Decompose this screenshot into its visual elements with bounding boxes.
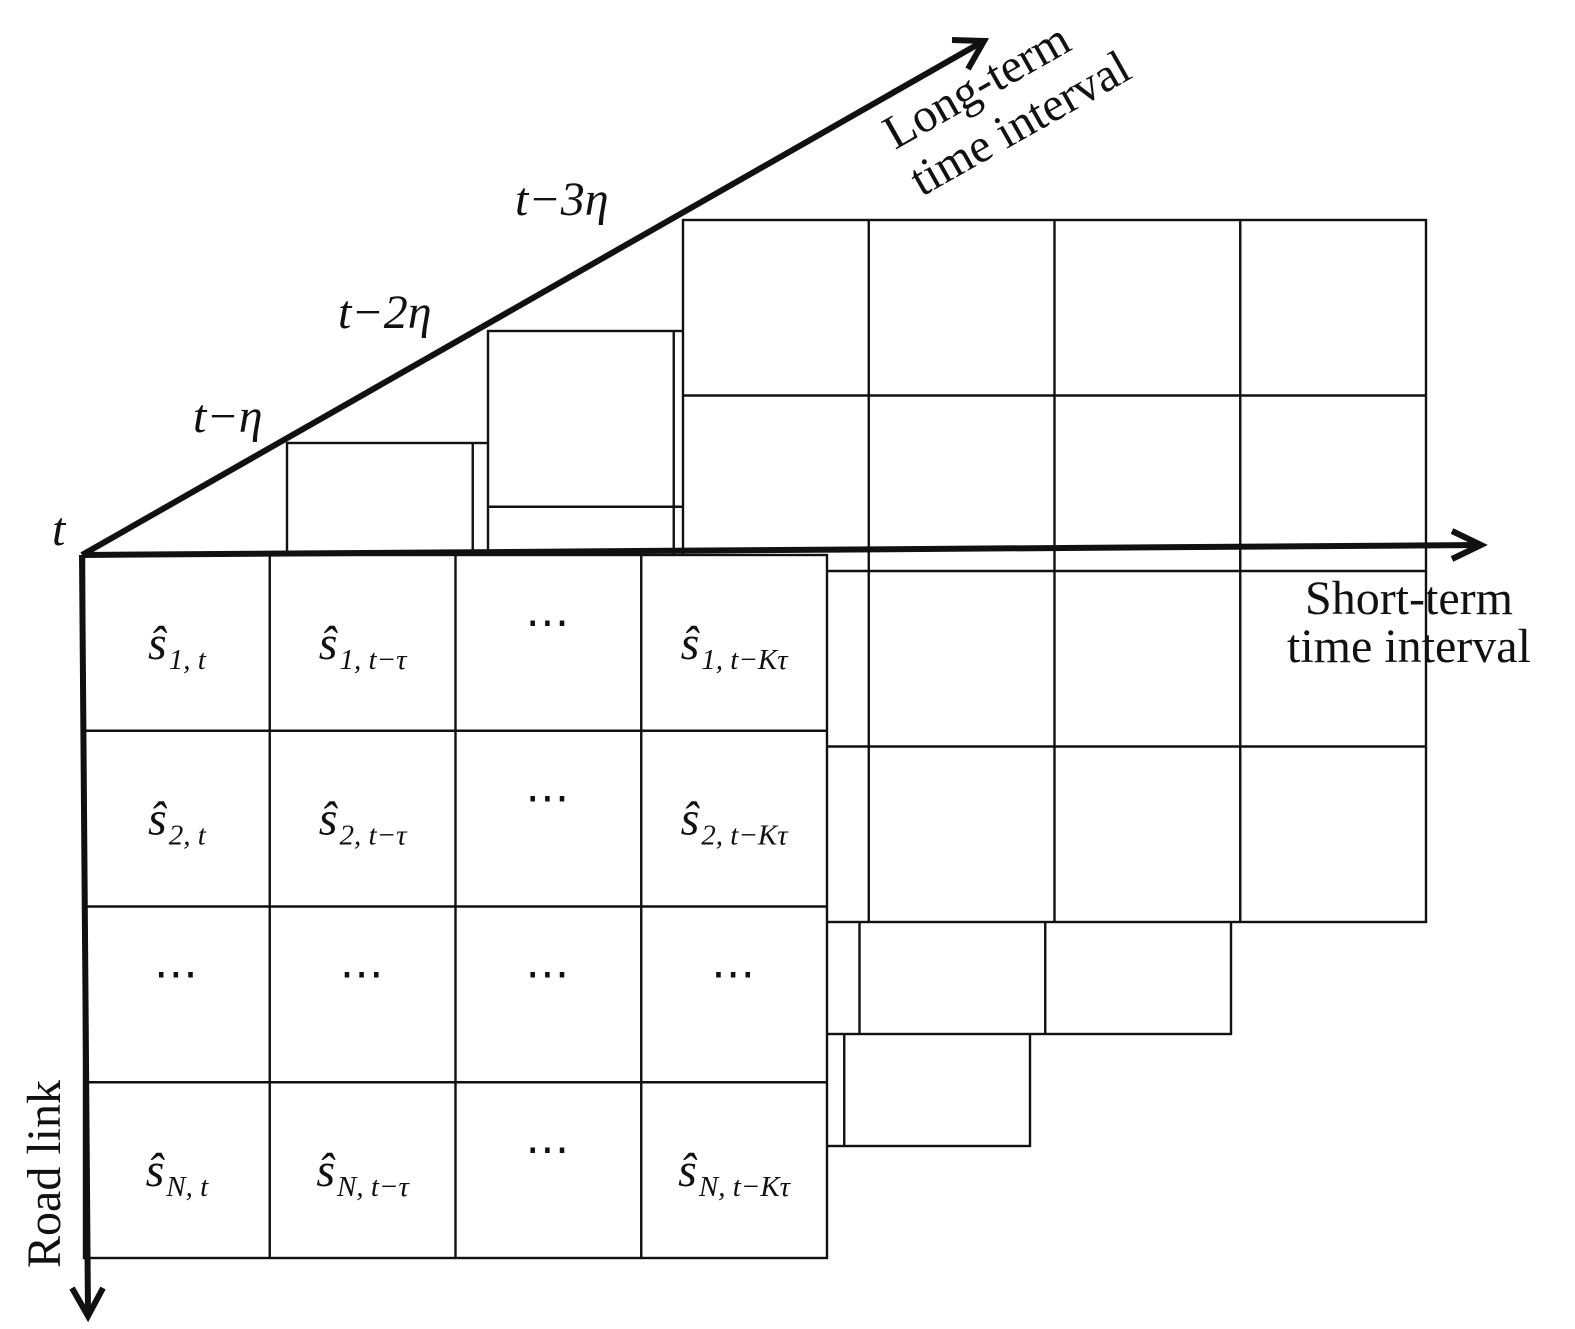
cell-subscript: 2, t xyxy=(169,820,207,852)
cell-subscript: 2, t−τ xyxy=(339,820,408,852)
matrix-cell-value: ŝ1, t−Kτ xyxy=(681,617,790,676)
origin-label: t xyxy=(52,503,67,556)
cell-subscript: N, t−Kτ xyxy=(698,1171,792,1203)
ellipsis-cell: ⋯ xyxy=(525,598,571,647)
matrix-cell-value: ŝN, t xyxy=(146,1144,210,1203)
long-term-arrowhead xyxy=(951,37,990,71)
short-term-axis xyxy=(81,542,1481,558)
ellipsis-cell: ⋯ xyxy=(525,949,571,998)
short-term-arrowhead xyxy=(1450,528,1488,562)
road-link-label: Road link xyxy=(18,1080,71,1268)
ellipsis-cell: ⋯ xyxy=(525,774,571,823)
short-term-label-line2: time interval xyxy=(1287,620,1531,673)
cell-base: ŝ xyxy=(681,617,701,670)
matrix-cell-value: ŝ1, t−τ xyxy=(319,617,408,676)
cell-base: ŝ xyxy=(316,1144,336,1197)
road-link-axis xyxy=(79,554,91,1316)
cell-base: ŝ xyxy=(678,1144,698,1197)
cell-base: ŝ xyxy=(319,617,339,670)
long-term-label: Long-term time interval xyxy=(874,12,1139,206)
matrix-cell-value: ŝN, t−τ xyxy=(316,1144,410,1203)
road-link-arrowhead xyxy=(69,1286,106,1323)
axes xyxy=(69,37,1488,1323)
matrix-cell-value: ŝ2, t−τ xyxy=(319,793,408,852)
cell-base: ŝ xyxy=(681,793,701,846)
matrix-cell-value: ŝN, t−Kτ xyxy=(678,1144,791,1203)
matrix-cell-value: ŝ2, t xyxy=(148,793,207,852)
cell-subscript: N, t−τ xyxy=(336,1171,410,1203)
matrix-cell-value: ŝ2, t−Kτ xyxy=(681,793,790,852)
cell-subscript: 1, t−Kτ xyxy=(701,644,789,676)
cell-subscript: 2, t−Kτ xyxy=(701,820,789,852)
front-matrix-grid xyxy=(82,553,829,1260)
cell-base: ŝ xyxy=(148,793,168,846)
cell-base: ŝ xyxy=(146,1144,166,1197)
cell-subscript: 1, t−τ xyxy=(339,644,408,676)
cell-base: ŝ xyxy=(319,793,339,846)
tick-t-minus-3eta: t−3η xyxy=(515,173,609,226)
ellipsis-cell: ⋯ xyxy=(525,1125,571,1174)
ellipsis-cell: ⋯ xyxy=(154,949,200,998)
ellipsis-cell: ⋯ xyxy=(340,949,386,998)
tick-t-minus-2eta: t−2η xyxy=(338,286,432,339)
long-term-axis xyxy=(80,39,984,558)
cell-subscript: 1, t xyxy=(169,644,207,676)
cell-subscript: N, t xyxy=(165,1171,209,1203)
tick-t-minus-eta: t−η xyxy=(193,390,263,443)
ellipsis-cell: ⋯ xyxy=(711,949,757,998)
short-term-label-line1: Short-term xyxy=(1305,572,1513,625)
cell-base: ŝ xyxy=(148,617,168,670)
matrix-cell-value: ŝ1, t xyxy=(148,617,207,676)
